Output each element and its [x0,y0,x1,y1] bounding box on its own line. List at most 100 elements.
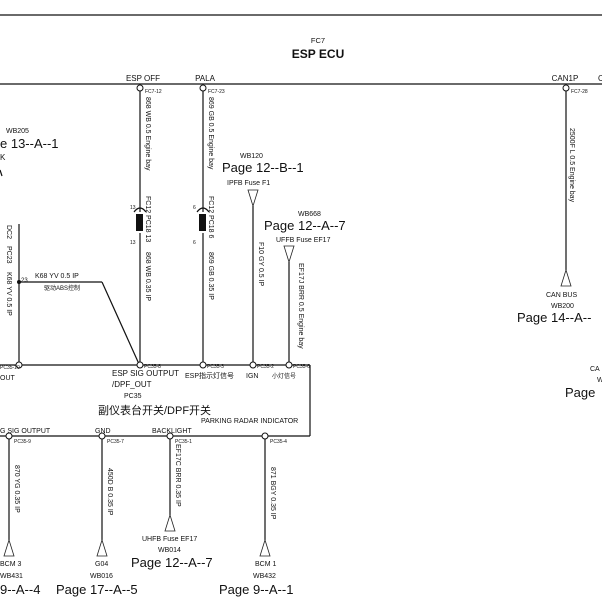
module-pin-pc35-7-num: PC35-7 [107,439,124,445]
wire-k68-horizontal-label: K68 YV 0.5 IP [35,273,79,280]
module-pin-pc35-9-num: PC35-9 [14,439,31,445]
ecu-code: FC7 [311,36,325,45]
wb016-code: WB016 [90,573,113,580]
connector-fc12-right-pin: 6 [193,205,196,211]
wire-868-label: 868 WB 0.5 Engine bay [144,97,151,171]
wb668-code: WB668 [298,211,321,218]
wire-pc23-label: PC23 [5,246,12,264]
module-pin-pc35-4 [261,432,269,440]
module-pin-pc35-1 [166,432,174,440]
wire-868-ip-label: 868 WB 0.35 IP [144,252,151,301]
module-pin-pc35-3 [199,361,207,369]
wb200-code: WB200 [551,303,574,310]
module-pin-pc35-7 [98,432,106,440]
wire-870-label: 870 YG 0.35 IP [13,465,20,513]
wb668-fuse-icon [283,245,295,264]
wb205-trail: K [0,153,6,162]
pin-can1p-label: CAN1P [552,74,579,83]
module-pin-pc35-2-num: PC35-2 [257,364,274,370]
connector-fc12-left-body [136,214,143,231]
uhfb-fuse: UHFB Fuse EF17 [142,536,197,543]
pin-esp-off-label: ESP OFF [126,74,160,83]
wb120-page: Page 12--B--1 [222,160,304,175]
pin-can1p-number: FC7-28 [571,89,588,95]
wire-871-label: 871 BGY 0.35 IP [269,467,276,520]
module-lbl-parking-radar: PARKING RADAR INDICATOR [201,418,298,425]
pin-can1p [562,84,570,92]
module-pin-pc35-8 [136,361,144,369]
wb120-code: WB120 [240,153,263,160]
module-pin-pc35-6-num: PC35-6 [293,364,310,370]
wb205-stub [0,169,3,177]
pin-partial-right-label: C [598,74,602,83]
wb668-fuse: UFFB Fuse EF17 [276,237,331,244]
module-pin-pc35-9 [5,432,13,440]
bcm1-label: BCM 1 [255,561,277,568]
module-lbl-esp-indicator: ESP指示灯信号 [185,371,234,380]
pin-pala-number: FC7-23 [208,89,225,95]
wb014-code: WB014 [158,547,181,554]
wb016-page: Page 17--A--5 [56,582,138,597]
module-lbl-g-sig-output: G SIG OUTPUT [0,428,51,435]
wire-869-ip-label: 869 GB 0.35 IP [207,252,214,300]
wire-k68-diagonal [101,281,140,365]
module-lbl-dpf-out: /DPF_OUT [112,380,152,389]
module-pin-pc35-6 [285,361,293,369]
wire-pc23-pin: 23 [21,278,28,284]
connector-fc12-right-top [196,207,210,213]
ecu-name: ESP ECU [292,47,344,61]
pin-esp-off [136,84,144,92]
wire-ef17j-label: EF17J BRR 0.5 Engine bay [297,263,304,349]
bcm3-label: BCM 3 [0,561,22,568]
wire-869-label: 869 GB 0.5 Engine bay [207,97,214,170]
wire-k68-left-label: K68 YV 0.5 IP [5,272,12,316]
wb432-code: WB432 [253,573,276,580]
module-name: 副仪表台开关/DPF开关 [98,403,211,417]
module-lbl-gnd: GND [95,428,111,435]
wire-dc2-label: DC2 [5,225,12,239]
connector-fc12-right-label: FC12 PC18 6 [207,196,214,239]
module-pin-pc35-2 [249,361,257,369]
wb431-page: 9--A--4 [0,582,40,597]
g04-label: G04 [95,561,108,568]
module-pin-pc35-3-num: PC35-3 [207,364,224,370]
module-code: PC35 [124,393,142,400]
can-bus-label: CAN BUS [546,292,577,299]
module-pin-pc35-10-num: PC35-10 [0,365,20,371]
wb014-page: Page 12--A--7 [131,555,213,570]
wb120-fuse-icon [247,189,259,208]
connector-fc12-left-pin: 13 [130,205,136,211]
wire-450d-label: 450D B 0.35 IP [106,468,113,516]
can-bus-icon [560,268,572,287]
module-pin-pc35-1-num: PC35-1 [175,439,192,445]
connector-fc12-left-pin-b: 13 [130,240,136,246]
g04-ref-icon [96,538,108,557]
module-lbl-backlight: BACKLIGHT [152,428,192,435]
wb205-page: e 13--A--1 [0,136,59,151]
wb668-page: Page 12--A--7 [264,218,346,233]
connector-fc12-left-label: FC12 PC18 13 [144,196,151,242]
pin-pala-label: PALA [195,74,216,83]
connector-fc12-left-top [133,207,147,213]
right-partial-ca: CA [590,366,600,373]
connector-fc12-right-body [199,214,206,231]
bcm3-ref-icon [3,538,15,557]
wb431-code: WB431 [0,573,23,580]
right-partial-w: W [597,377,602,384]
wire-ef17c-label: EF17C BRR 0.35 IP [174,444,181,507]
pin-pala [199,84,207,92]
module-lbl-ign: IGN [246,373,258,380]
module-pin-pc35-10 [15,361,23,369]
pin-esp-off-number: FC7-12 [145,89,162,95]
wb200-page: Page 14--A-- [517,310,591,325]
module-lbl-esp-sig-output: ESP SIG OUTPUT [112,369,179,378]
wb432-page: Page 9--A--1 [219,582,293,597]
wire-can-label: 2500F L 0.5 Engine bay [568,128,575,203]
bcm1-ref-icon [259,538,271,557]
wb205-code: WB205 [6,128,29,135]
module-pin-pc35-8-num: PC35-8 [144,364,161,370]
wire-f10-label: F10 GY 0.5 IP [257,242,264,287]
connector-fc12-right-pin-b: 6 [193,240,196,246]
uhfb-ref-icon [164,513,176,532]
